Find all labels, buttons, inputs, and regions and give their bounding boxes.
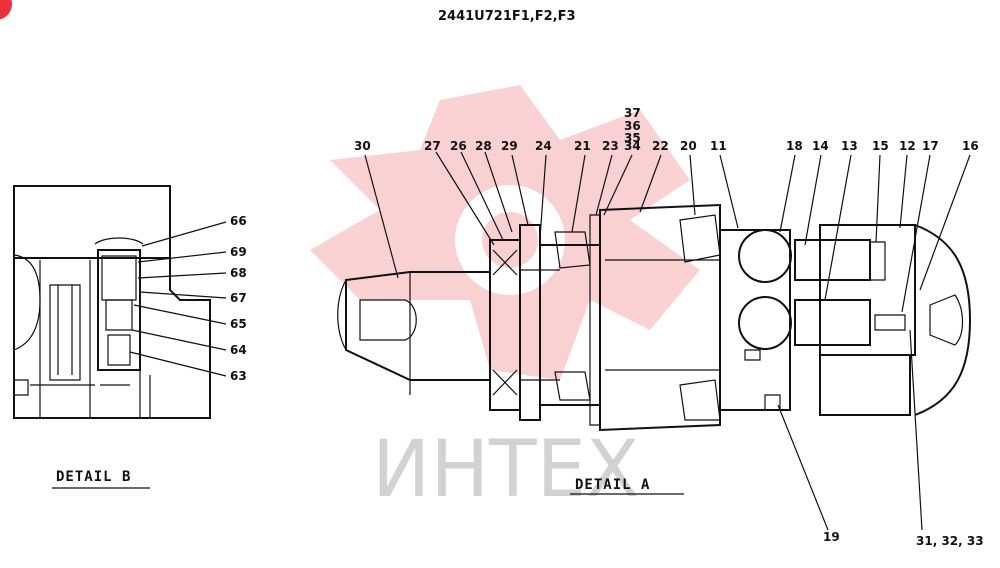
detail-a-callouts: 30 27 26 28 29 24 21 23 34 22 20 11 18 1… — [354, 106, 984, 548]
drawing-title: 2441U721F1,F2,F3 — [438, 9, 576, 24]
callout-69: 69 — [230, 245, 247, 259]
callout-13: 13 — [841, 139, 858, 153]
detail-a-label: DETAIL A — [575, 477, 650, 493]
callout-30: 30 — [354, 139, 371, 153]
callout-20: 20 — [680, 139, 697, 153]
callout-16: 16 — [962, 139, 979, 153]
callout-24: 24 — [535, 139, 552, 153]
callout-66: 66 — [230, 214, 247, 228]
callout-29: 29 — [501, 139, 518, 153]
callout-67: 67 — [230, 291, 247, 305]
callout-18: 18 — [786, 139, 803, 153]
callout-11: 11 — [710, 139, 727, 153]
detail-b-view — [13, 185, 211, 419]
detail-a-leaders — [364, 151, 971, 531]
callout-23: 23 — [602, 139, 619, 153]
detail-b-leaders — [129, 221, 227, 377]
callout-26: 26 — [450, 139, 467, 153]
watermark-text: ИНТЕХ — [372, 425, 639, 515]
detail-a-assembly — [337, 203, 972, 432]
callout-17: 17 — [922, 139, 939, 153]
detail-b-callouts: 66 69 68 67 65 64 63 — [230, 214, 247, 383]
callout-15: 15 — [872, 139, 889, 153]
callout-34: 34 — [624, 139, 641, 153]
callout-36: 36 — [624, 119, 641, 133]
callout-21: 21 — [574, 139, 591, 153]
callout-35: 35 — [624, 131, 641, 145]
callout-28: 28 — [475, 139, 492, 153]
callout-27: 27 — [424, 139, 441, 153]
corner-badge-icon — [0, 0, 12, 20]
callout-22: 22 — [652, 139, 669, 153]
callout-65: 65 — [230, 317, 247, 331]
callout-64: 64 — [230, 343, 247, 357]
callout-68: 68 — [230, 266, 247, 280]
callout-19: 19 — [823, 530, 840, 544]
callout-12: 12 — [899, 139, 916, 153]
detail-b-label: DETAIL B — [56, 469, 131, 485]
callout-14: 14 — [812, 139, 829, 153]
callout-63: 63 — [230, 369, 247, 383]
callout-37: 37 — [624, 106, 641, 120]
callout-31-32-33: 31, 32, 33 — [916, 534, 984, 548]
watermark-logo — [310, 85, 700, 380]
